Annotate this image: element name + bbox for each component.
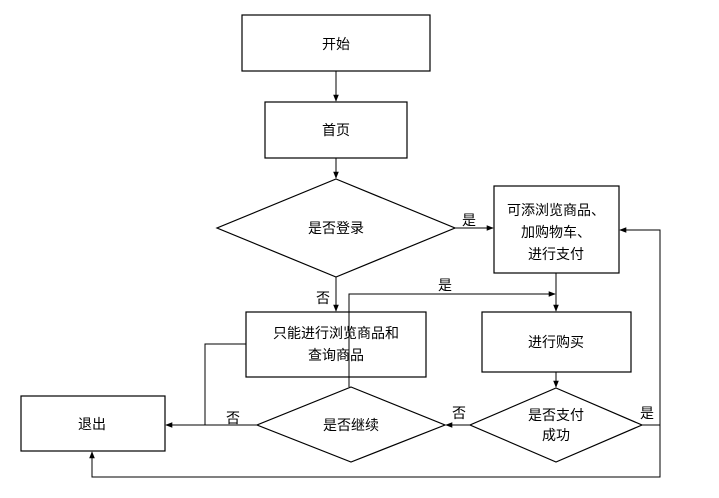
pay-success-diamond: 是否支付 成功 <box>468 387 644 463</box>
label-pay-yes: 是 <box>640 406 654 422</box>
pay-success-line-1: 是否支付 <box>528 408 584 424</box>
start-node-label: 开始 <box>322 37 350 53</box>
label-continue-no: 否 <box>226 411 240 427</box>
full-access-line-1: 可添浏览商品、 <box>507 203 605 219</box>
edge-bottom-loop-to-exit <box>89 425 661 478</box>
full-access-line-2: 加购物车、 <box>521 224 591 241</box>
purchase-node: 进行购买 <box>481 311 632 373</box>
full-access-line-3: 进行支付 <box>528 247 584 263</box>
browse-only-node: 只能进行浏览商品和 查询商品 <box>245 311 427 378</box>
continue-check-label: 是否继续 <box>323 417 379 434</box>
edge-pay-yes-loop <box>619 227 661 426</box>
login-check-diamond: 是否登录 <box>215 178 457 278</box>
browse-only-line-1: 只能进行浏览商品和 <box>273 326 399 342</box>
home-node: 首页 <box>264 101 408 159</box>
edge-browse-to-exit <box>204 343 246 425</box>
full-access-node: 可添浏览商品、 加购物车、 进行支付 <box>493 185 620 274</box>
label-continue-yes: 是 <box>438 278 452 294</box>
browse-only-line-2: 查询商品 <box>308 348 364 364</box>
login-check-label: 是否登录 <box>308 221 364 237</box>
purchase-node-label: 进行购买 <box>528 335 584 351</box>
label-login-no: 否 <box>316 291 330 307</box>
start-node: 开始 <box>241 14 431 72</box>
exit-node: 退出 <box>20 395 166 452</box>
label-login-yes: 是 <box>462 213 476 229</box>
home-node-label: 首页 <box>322 123 350 139</box>
edge-continue-yes <box>348 291 556 387</box>
pay-success-line-2: 成功 <box>542 428 570 444</box>
continue-check-diamond: 是否继续 <box>255 386 447 463</box>
exit-node-label: 退出 <box>78 417 106 433</box>
label-pay-no: 否 <box>452 406 466 422</box>
